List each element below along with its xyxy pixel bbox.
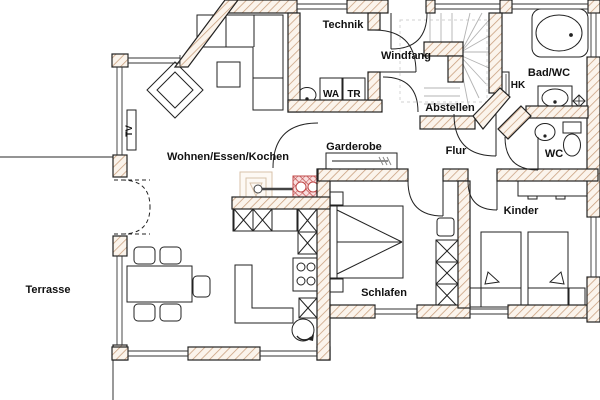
technik-bottom-wall [287,99,383,113]
terrace-french-doors [114,179,151,235]
flur-stub-wall [442,168,469,182]
terrace-outline [0,156,114,400]
single-bed [527,231,569,308]
wc-chamfer-wall [497,105,532,140]
gallery-opening-dashed [399,19,488,103]
wardrobe-garderobe [325,152,398,170]
room-label-technik: Technik [323,19,365,31]
wc-door [504,136,539,171]
room-label-windfang: Windfang [381,50,431,62]
label-dryer: TR [347,89,361,100]
window [127,348,189,359]
abstellen-bottom-wall [419,115,476,130]
window [296,1,348,12]
kinder-door [467,180,498,211]
dining-chair [133,246,211,322]
stair-core [423,41,464,57]
wardrobe-schlafen [435,239,459,308]
stair-core [447,55,464,83]
bad-left-wall [488,12,503,94]
exterior-walls [111,0,600,361]
bad-wc-divider [525,105,589,119]
stove-pipe [253,184,294,194]
technik-right-wall [367,12,381,31]
chair-schlafen [436,217,455,237]
room-label-bad: Bad/WC [528,67,570,79]
window [588,12,599,58]
coffee-table [216,61,241,88]
room-label-flur: Flur [446,145,467,157]
schlafen-top-wall [317,168,409,182]
bad-door [453,113,497,157]
room-label-kinder: Kinder [504,205,540,217]
room-label-garderobe: Garderobe [326,141,382,153]
kitchen-sink [291,318,315,342]
single-bed [480,231,522,308]
window [469,306,509,317]
window [588,216,599,278]
staircase [399,12,490,109]
wohnen-flur-door [272,122,319,169]
shower-symbol [572,94,586,108]
cooktop [292,257,319,292]
dining-table [126,265,193,303]
armchair [146,61,204,119]
label-tv: TV [124,125,134,137]
schlafen-door [407,180,444,217]
nightstand [568,287,586,308]
kitchen-counter [234,264,294,324]
doors [114,12,539,235]
window [511,1,589,12]
washbasin-wc [534,123,556,141]
room-label-schlafen: Schlafen [361,287,407,299]
windfang-flur-door [382,76,419,113]
interior-walls [231,12,599,309]
kinder-top-wall [496,168,599,182]
toilet [562,121,582,157]
window [434,1,501,12]
window [127,55,181,66]
technik-right-wall [367,71,381,101]
bathtub [531,8,589,58]
room-label-terrasse: Terrasse [25,284,70,296]
label-washing-machine: WA [323,89,339,100]
schlafen-kinder-divider [457,180,471,309]
technik-left-wall [287,12,301,113]
entrance-door [390,12,428,50]
double-bed [327,191,404,293]
window [114,66,126,156]
room-label-wohnen: Wohnen/Essen/Kochen [167,151,289,163]
room-label-abstellen: Abstellen [425,102,475,114]
chimney [292,175,321,198]
window [114,255,126,346]
window [374,306,418,317]
label-radiator: HK [511,80,526,91]
room-label-wc: WC [545,148,563,160]
kids-desk [517,179,588,200]
tv [126,109,137,151]
kitchen-wall-units [232,208,318,319]
window [259,348,318,359]
kitchen-half-wall [231,196,331,210]
technik-door [373,29,417,73]
windows [114,1,599,359]
abstellen-chamfer-wall [472,87,511,130]
